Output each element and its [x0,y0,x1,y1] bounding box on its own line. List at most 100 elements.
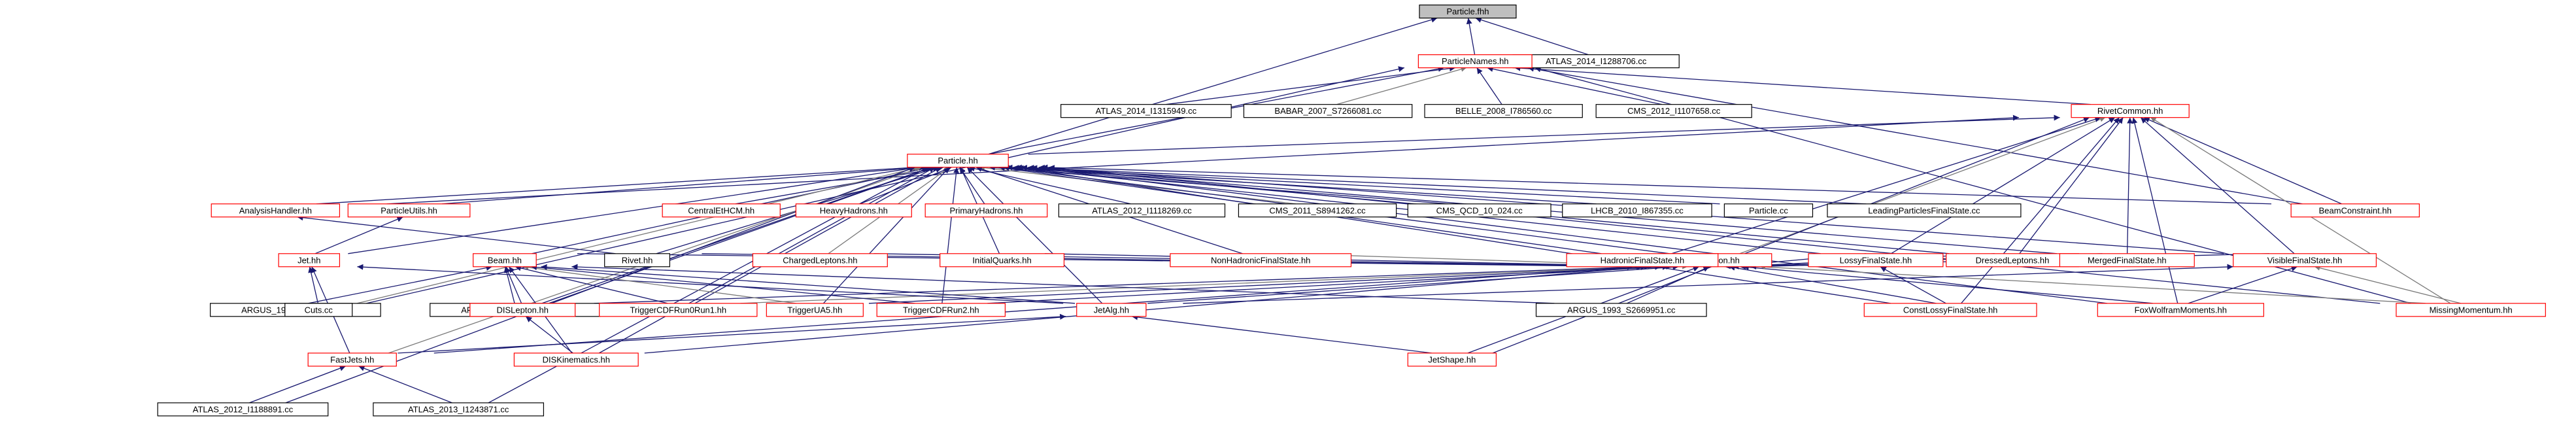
node-label: ATLAS_2014_I1288706.cc [1546,56,1647,66]
dependency-edge [1492,116,2090,354]
graph-node-belle_i786560[interactable]: BELLE_2008_I786560.cc [1424,104,1583,118]
dependency-edge [1514,65,2092,105]
dependency-edge [1739,116,2106,254]
node-label: Beam.hh [488,255,522,265]
graph-node-atlas_i1243871[interactable]: ATLAS_2013_I1243871.cc [373,402,545,417]
graph-node-constlossy[interactable]: ConstLossyFinalState.hh [1863,303,2037,317]
graph-node-leadingparticles[interactable]: LeadingParticlesFinalState.cc [1827,203,2022,218]
graph-node-particleutils[interactable]: ParticleUtils.hh [347,203,471,218]
node-label: PrimaryHadrons.hh [949,205,1023,215]
graph-node-particlenames[interactable]: ParticleNames.hh [1417,54,1533,69]
dependency-edge [2143,117,2342,205]
dependency-edge [1336,66,1466,105]
node-label: ATLAS_2012_I1188891.cc [193,404,294,414]
graph-node-primaryhadrons[interactable]: PrimaryHadrons.hh [924,203,1048,218]
node-box [2233,253,2377,267]
graph-node-visiblefinal[interactable]: VisibleFinalState.hh [2233,253,2377,267]
dependency-edge [1015,164,1867,205]
graph-node-argus_s2669951[interactable]: ARGUS_1993_S2669951.cc [1535,303,1707,317]
node-box [1058,203,1226,218]
node-box [940,253,1065,267]
graph-node-missingmomentum[interactable]: MissingMomentum.hh [2396,303,2546,317]
dependency-edge [1671,116,2101,254]
node-box [2071,104,2190,118]
graph-node-atlas_i1118269[interactable]: ATLAS_2012_I1118269.cc [1058,203,1226,218]
node-box [1808,253,1944,267]
node-label: ATLAS_2013_I1243871.cc [408,404,509,414]
graph-node-mergedfinal[interactable]: MergedFinalState.hh [2059,253,2195,267]
graph-node-cuts_cc[interactable]: Cuts.cc [284,303,353,317]
dependency-edge [348,165,919,254]
graph-node-heavyhadrons[interactable]: HeavyHadrons.hh [795,203,912,218]
graph-node-atlas_i1288706[interactable]: ATLAS_2014_I1288706.cc [1512,54,1680,69]
graph-node-lossyfinal[interactable]: LossyFinalState.hh [1808,253,1944,267]
dependency-edge [285,166,915,404]
graph-node-cms_i1107658[interactable]: CMS_2012_I1107658.cc [1595,104,1752,118]
node-label: CMS_2011_S8941262.cc [1269,205,1366,215]
dependency-edge [1166,65,1456,105]
graph-node-triggerua5[interactable]: TriggerUA5.hh [766,303,864,317]
graph-node-triggercdfrun2[interactable]: TriggerCDFRun2.hh [876,303,1006,317]
graph-node-particle_cc[interactable]: Particle.cc [1723,203,1814,218]
graph-node-lhcb_i867355[interactable]: LHCB_2010_I867355.cc [1562,203,1712,218]
graph-node-foxwolfram[interactable]: FoxWolframMoments.hh [2097,303,2264,317]
graph-node-triggercdfrun0run1[interactable]: TriggerCDFRun0Run1.hh [599,303,758,317]
graph-node-analysishandler[interactable]: AnalysisHandler.hh [211,203,341,218]
graph-node-atlas_i1188891[interactable]: ATLAS_2012_I1188891.cc [157,402,329,417]
graph-node-atlas_i1315949[interactable]: ATLAS_2014_I1315949.cc [1060,104,1232,118]
dependency-edge [433,264,1633,354]
dependency-edge [2126,117,2133,254]
node-box [278,253,341,267]
dependency-edge [307,265,492,304]
graph-node-centraletherm[interactable]: CentralEtHCM.hh [662,203,781,218]
graph-node-beam[interactable]: Beam.hh [473,253,537,267]
graph-node-dislepton[interactable]: DISLepton.hh [469,303,576,317]
dependency-edge [571,264,1555,304]
node-layer: Particle.fhhATLAS_2014_I1288706.ccPartic… [157,5,2546,417]
node-label: CMS_2012_I1107658.cc [1627,106,1721,116]
node-label: ATLAS_2014_I1315949.cc [1096,106,1197,116]
dependency-edge [1729,264,1937,304]
graph-node-nonhadronic[interactable]: NonHadronicFinalState.hh [1170,253,1352,267]
dependency-edge [1527,65,2303,205]
graph-node-diskinematics[interactable]: DISKinematics.hh [513,353,639,367]
graph-node-cms_s8941262[interactable]: CMS_2011_S8941262.cc [1238,203,1397,218]
node-box [2059,253,2195,267]
dependency-edge [358,365,452,404]
node-label: JetAlg.hh [1094,305,1129,315]
node-label: NonHadronicFinalState.hh [1211,255,1310,265]
dependency-edge [249,365,346,404]
graph-node-jetalg[interactable]: JetAlg.hh [1076,303,1147,317]
graph-node-cms_qcd_10_024[interactable]: CMS_QCD_10_024.cc [1407,203,1551,218]
dependency-edge [1028,114,2060,155]
graph-node-jet_hh[interactable]: Jet.hh [278,253,341,267]
node-label: BABAR_2007_S7266081.cc [1274,106,1381,116]
node-box [1170,253,1352,267]
graph-node-jetshape[interactable]: JetShape.hh [1407,353,1497,367]
graph-node-hadronicfinal[interactable]: HadronicFinalState.hh [1566,253,1719,267]
dependency-edge [868,264,1661,304]
node-label: TriggerCDFRun0Run1.hh [630,305,726,315]
graph-node-dressedleptons[interactable]: DressedLeptons.hh [1946,253,2079,267]
dependency-edge [398,313,1066,354]
graph-node-babar_s7266081[interactable]: BABAR_2007_S7266081.cc [1243,104,1413,118]
graph-node-rivet_hh[interactable]: Rivet.hh [604,253,670,267]
dependency-edge [1048,165,2381,304]
graph-node-initialquarks[interactable]: InitialQuarks.hh [940,253,1065,267]
node-box [604,253,670,267]
node-label: Cuts.cc [305,305,333,315]
graph-node-particle_fhh[interactable]: Particle.fhh [1419,5,1517,19]
node-box [473,253,537,267]
graph-node-particle_hh[interactable]: Particle.hh [907,154,1009,168]
node-label: HadronicFinalState.hh [1601,255,1685,265]
node-box [157,402,329,417]
dependency-edge [314,216,403,254]
dependency-edge [822,167,950,304]
dependency-edge [1031,165,2108,304]
graph-node-rivetcommon[interactable]: RivetCommon.hh [2071,104,2190,118]
graph-node-chargedleptons[interactable]: ChargedLeptons.hh [752,253,888,267]
dependency-edge [525,316,573,354]
graph-node-fastjets[interactable]: FastJets.hh [307,353,397,367]
graph-node-beamconstraint[interactable]: BeamConstraint.hh [2290,203,2420,218]
